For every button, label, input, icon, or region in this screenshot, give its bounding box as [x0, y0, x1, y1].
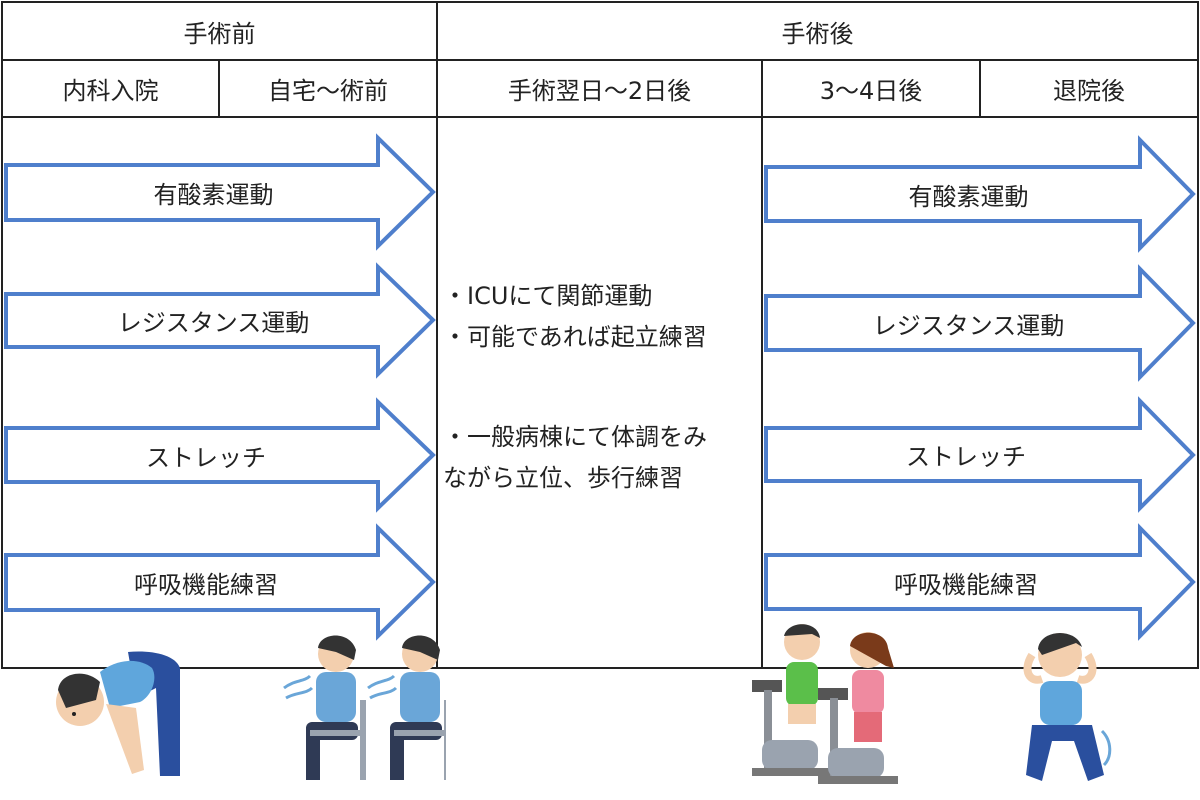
person-stretching-icon — [56, 651, 180, 776]
subheader-internal-admission: 内科入院 — [62, 77, 159, 105]
right-arrow-label-resistance: レジスタンス運動 — [872, 311, 1065, 340]
people-exercise-bike-icon — [752, 624, 898, 784]
header-pre-op: 手術前 — [183, 19, 256, 48]
left-arrow-resistance — [4, 262, 436, 379]
right-arrow-label-breathing: 呼吸機能練習 — [894, 570, 1038, 599]
left-arrow-breathing — [4, 523, 436, 641]
right-arrow-aerobic — [764, 135, 1196, 253]
subheader-after-discharge: 退院後 — [1053, 77, 1125, 105]
left-arrow-label-resistance: レジスタンス運動 — [117, 309, 310, 337]
note-line-standing: ・可能であれば起立練習 — [443, 323, 707, 351]
middle-notes-ward: ・一般病棟にて体調をみ ながら立位、歩行練習 — [443, 417, 707, 499]
subheader-home-to-pre-op: 自宅〜術前 — [268, 77, 388, 105]
left-arrow-stretch — [4, 397, 436, 513]
people-breathing-exercise-icon — [283, 635, 446, 780]
right-arrow-stretch — [764, 396, 1196, 513]
right-arrow-resistance — [764, 264, 1196, 382]
subheader-day-after-to-day2: 手術翌日〜2日後 — [507, 77, 692, 105]
person-squatting-icon — [1023, 632, 1112, 781]
left-arrow-aerobic — [4, 133, 436, 251]
subheader-day3-to-4: 3〜4日後 — [819, 77, 923, 105]
left-arrow-label-breathing: 呼吸機能練習 — [134, 571, 278, 599]
left-arrow-label-aerobic: 有酸素運動 — [153, 181, 274, 209]
note-line-ward-condition: ・一般病棟にて体調をみ — [443, 423, 707, 451]
right-arrow-label-stretch: ストレッチ — [906, 443, 1026, 471]
note-line-walking: ながら立位、歩行練習 — [443, 464, 683, 492]
right-arrow-label-aerobic: 有酸素運動 — [908, 182, 1029, 211]
middle-notes-icu: ・ICUにて関節運動 ・可能であれば起立練習 — [443, 276, 707, 358]
left-arrow-label-stretch: ストレッチ — [146, 443, 266, 472]
right-arrow-breathing — [764, 523, 1196, 641]
header-post-op: 手術後 — [781, 19, 854, 48]
note-line-icu-joint: ・ICUにて関節運動 — [443, 282, 653, 310]
